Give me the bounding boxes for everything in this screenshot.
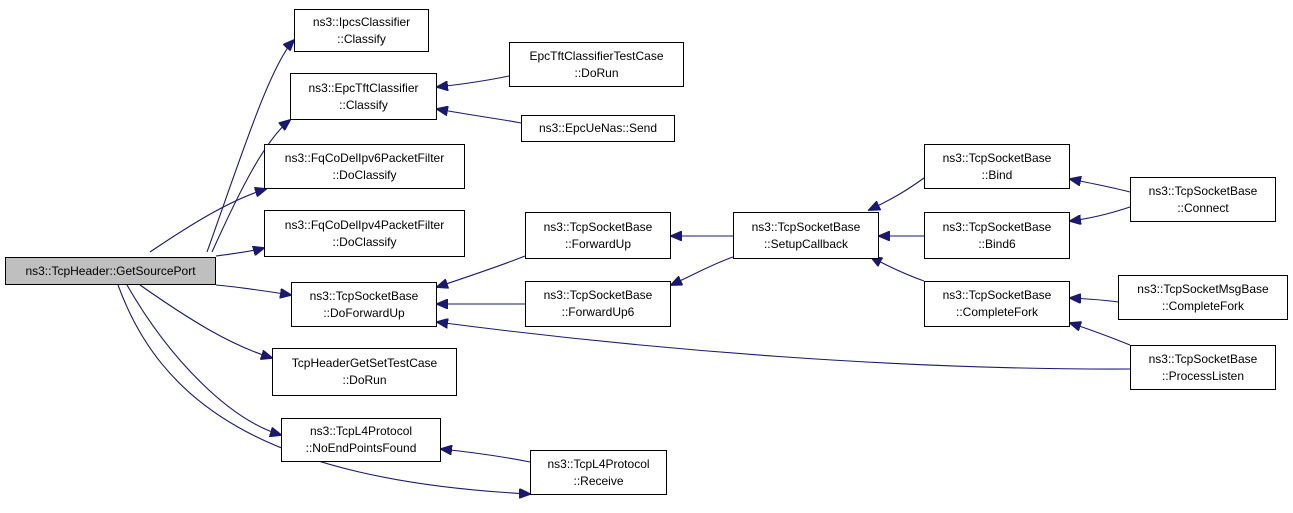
node-label-line: EpcTftClassifierTestCase	[529, 48, 664, 63]
edge-tcpsb_processlisten-to-tcpsb_completefork	[1070, 323, 1131, 346]
edge-epc_tft_test_dorun-to-epc_tft_classify	[437, 75, 510, 87]
node-tcpl4-receive[interactable]: ns3::TcpL4Protocol::Receive	[530, 450, 667, 495]
node-label-line: ns3::TcpSocketBase	[543, 219, 653, 234]
node-label-line: ::Connect	[1177, 200, 1229, 215]
edge-tcpsb_connect-to-tcpsb_bind6	[1070, 206, 1131, 221]
node-label-line: ns3::TcpHeader::GetSourcePort	[25, 263, 196, 278]
edge-tcpsb_setupcallback-to-tcpsb_forwardup6	[671, 256, 734, 285]
edge-tcpl4_receive-to-tcpl4_noendpoints	[441, 449, 531, 463]
node-get-source-port: ns3::TcpHeader::GetSourcePort	[5, 257, 216, 285]
node-tcpsb-bind6[interactable]: ns3::TcpSocketBase::Bind6	[924, 212, 1070, 259]
node-ipcs-classify[interactable]: ns3::IpcsClassifier::Classify	[294, 9, 429, 52]
node-label-line: ns3::TcpL4Protocol	[309, 424, 413, 438]
node-fqcodel-ipv4-doclassify[interactable]: ns3::FqCoDelIpv4PacketFilter::DoClassify	[264, 210, 465, 257]
node-tcpmsg-completefork[interactable]: ns3::TcpSocketMsgBase::CompleteFork	[1118, 275, 1288, 320]
node-label-line: ns3::TcpSocketBase	[942, 288, 1052, 302]
node-label-line: ::CompleteFork	[955, 305, 1039, 319]
node-fqcodel-ipv6-doclassify[interactable]: ns3::FqCoDelIpv6PacketFilter::DoClassify	[264, 144, 465, 189]
edge-tcpsb_doforwardup-to-get_source_port	[215, 284, 291, 295]
node-label-line: ::Classify	[337, 31, 386, 46]
node-label-line: ::NoEndPointsFound	[305, 441, 417, 455]
node-label-line: ns3::TcpL4Protocol	[547, 456, 650, 471]
node-label-line: ns3::TcpSocketBase	[1148, 183, 1258, 198]
edge-tcpsb_connect-to-tcpsb_bind	[1070, 179, 1131, 193]
edge-tcpsb_forwardup-to-tcpsb_doforwardup	[437, 255, 526, 287]
node-label-line: ns3::FqCoDelIpv6PacketFilter	[284, 150, 445, 165]
node-label-line: ::ForwardUp6	[561, 305, 635, 319]
edge-fqcodel_ipv4_doclassify-to-get_source_port	[215, 248, 264, 257]
node-label-line: ::Bind6	[978, 236, 1016, 251]
node-label-line: ns3::TcpSocketBase	[751, 219, 861, 234]
node-label-line: ns3::IpcsClassifier	[312, 14, 411, 29]
edge-tcpsb_processlisten-to-tcpsb_doforwardup	[437, 322, 1131, 370]
node-tcpl4-noendpoints[interactable]: ns3::TcpL4Protocol::NoEndPointsFound	[281, 418, 441, 462]
node-label-line: ::DoRun	[574, 65, 619, 80]
node-label-line: ns3::EpcUeNas::Send	[538, 121, 658, 135]
node-label-line: ::ProcessListen	[1161, 368, 1245, 383]
node-label-line: ::Bind	[981, 167, 1013, 182]
node-label-line: ::DoClassify	[332, 167, 397, 182]
node-label-line: ::Receive	[573, 473, 624, 488]
edge-tcpl4_receive-to-get_source_port	[117, 284, 530, 494]
node-tcpsb-processlisten[interactable]: ns3::TcpSocketBase::ProcessListen	[1130, 345, 1276, 390]
node-label-line: ::SetupCallback	[763, 236, 849, 251]
node-tcpsb-forwardup6[interactable]: ns3::TcpSocketBase::ForwardUp6	[525, 281, 671, 327]
node-tcpsb-bind[interactable]: ns3::TcpSocketBase::Bind	[924, 144, 1070, 189]
edge-tcpmsg_completefork-to-tcpsb_completefork	[1070, 298, 1119, 302]
node-label-line: ns3::TcpSocketBase	[309, 288, 419, 303]
edge-tcp_header_test_dorun-to-get_source_port	[139, 284, 272, 358]
node-label-line: ::ForwardUp	[564, 236, 632, 251]
node-epc-ue-nas-send[interactable]: ns3::EpcUeNas::Send	[521, 115, 675, 142]
node-label-line: ns3::TcpSocketBase	[543, 288, 653, 302]
node-tcp-header-test-dorun[interactable]: TcpHeaderGetSetTestCase::DoRun	[272, 348, 457, 396]
edge-fqcodel_ipv6_doclassify-to-get_source_port	[149, 189, 266, 253]
node-tcpsb-doforwardup[interactable]: ns3::TcpSocketBase::DoForwardUp	[291, 282, 437, 327]
node-label-line: ns3::TcpSocketMsgBase	[1137, 281, 1269, 296]
node-tcpsb-connect[interactable]: ns3::TcpSocketBase::Connect	[1130, 177, 1276, 222]
node-label-line: ns3::FqCoDelIpv4PacketFilter	[284, 217, 445, 232]
node-tcpsb-completefork[interactable]: ns3::TcpSocketBase::CompleteFork	[924, 281, 1070, 327]
node-label-line: TcpHeaderGetSetTestCase	[291, 356, 438, 370]
edge-epc_tft_classify-to-get_source_port	[211, 120, 290, 253]
node-tcpsb-setupcallback[interactable]: ns3::TcpSocketBase::SetupCallback	[733, 212, 879, 259]
node-label-line: ns3::TcpSocketBase	[1148, 351, 1258, 366]
node-label-line: ns3::EpcTftClassifier	[308, 80, 419, 95]
node-label-line: ::DoClassify	[332, 234, 397, 249]
node-label-line: ::CompleteFork	[1161, 298, 1245, 313]
node-label-line: ns3::TcpSocketBase	[942, 219, 1052, 234]
node-tcpsb-forwardup[interactable]: ns3::TcpSocketBase::ForwardUp	[525, 212, 671, 259]
edge-tcpl4_noendpoints-to-get_source_port	[126, 284, 281, 435]
edge-ipcs_classify-to-get_source_port	[206, 40, 294, 253]
node-label-line: ::Classify	[339, 97, 388, 112]
edge-tcpsb_bind-to-tcpsb_setupcallback	[869, 177, 925, 210]
node-label-line: ::DoForwardUp	[323, 305, 405, 320]
node-label-line: ::DoRun	[342, 373, 387, 387]
node-label-line: ns3::TcpSocketBase	[942, 150, 1052, 165]
node-epc-tft-test-dorun[interactable]: EpcTftClassifierTestCase::DoRun	[509, 42, 684, 87]
edge-tcpsb_completefork-to-tcpsb_setupcallback	[871, 257, 925, 282]
node-epc-tft-classify[interactable]: ns3::EpcTftClassifier::Classify	[290, 73, 437, 120]
edge-epc_ue_nas_send-to-epc_tft_classify	[437, 109, 522, 124]
